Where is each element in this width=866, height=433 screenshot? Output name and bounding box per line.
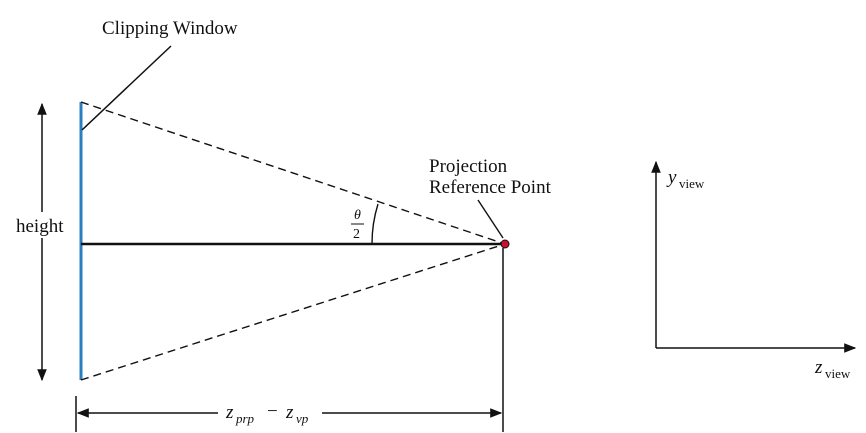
distance-z1: z: [225, 402, 234, 423]
y-view-label: y view: [666, 167, 705, 191]
half-angle-arc: [371, 203, 379, 245]
theta-label: θ: [354, 208, 361, 223]
distance-minus: −: [267, 401, 278, 422]
clipping-window-leader: [81, 45, 172, 131]
distance-z2: z: [285, 402, 294, 423]
z-view-sub: view: [825, 366, 851, 381]
y-view-letter: y: [666, 167, 677, 188]
z-view-label: z view: [814, 357, 851, 381]
clipping-window-label: Clipping Window: [102, 18, 238, 39]
height-label: height: [16, 216, 64, 237]
two-label: 2: [353, 227, 360, 242]
projection-label-line2: Reference Point: [429, 177, 552, 198]
frustum-top-edge: [80, 101, 506, 245]
frustum-bottom-edge: [80, 243, 506, 381]
projection-reference-point: [500, 239, 510, 249]
distance-label: z prp − z vp: [225, 401, 309, 426]
distance-sub-prp: prp: [235, 411, 255, 426]
prp-leader: [477, 199, 504, 239]
y-view-sub: view: [679, 176, 705, 191]
distance-sub-vp: vp: [296, 411, 309, 426]
z-view-letter: z: [814, 357, 823, 378]
projection-label-line1: Projection: [429, 156, 508, 177]
